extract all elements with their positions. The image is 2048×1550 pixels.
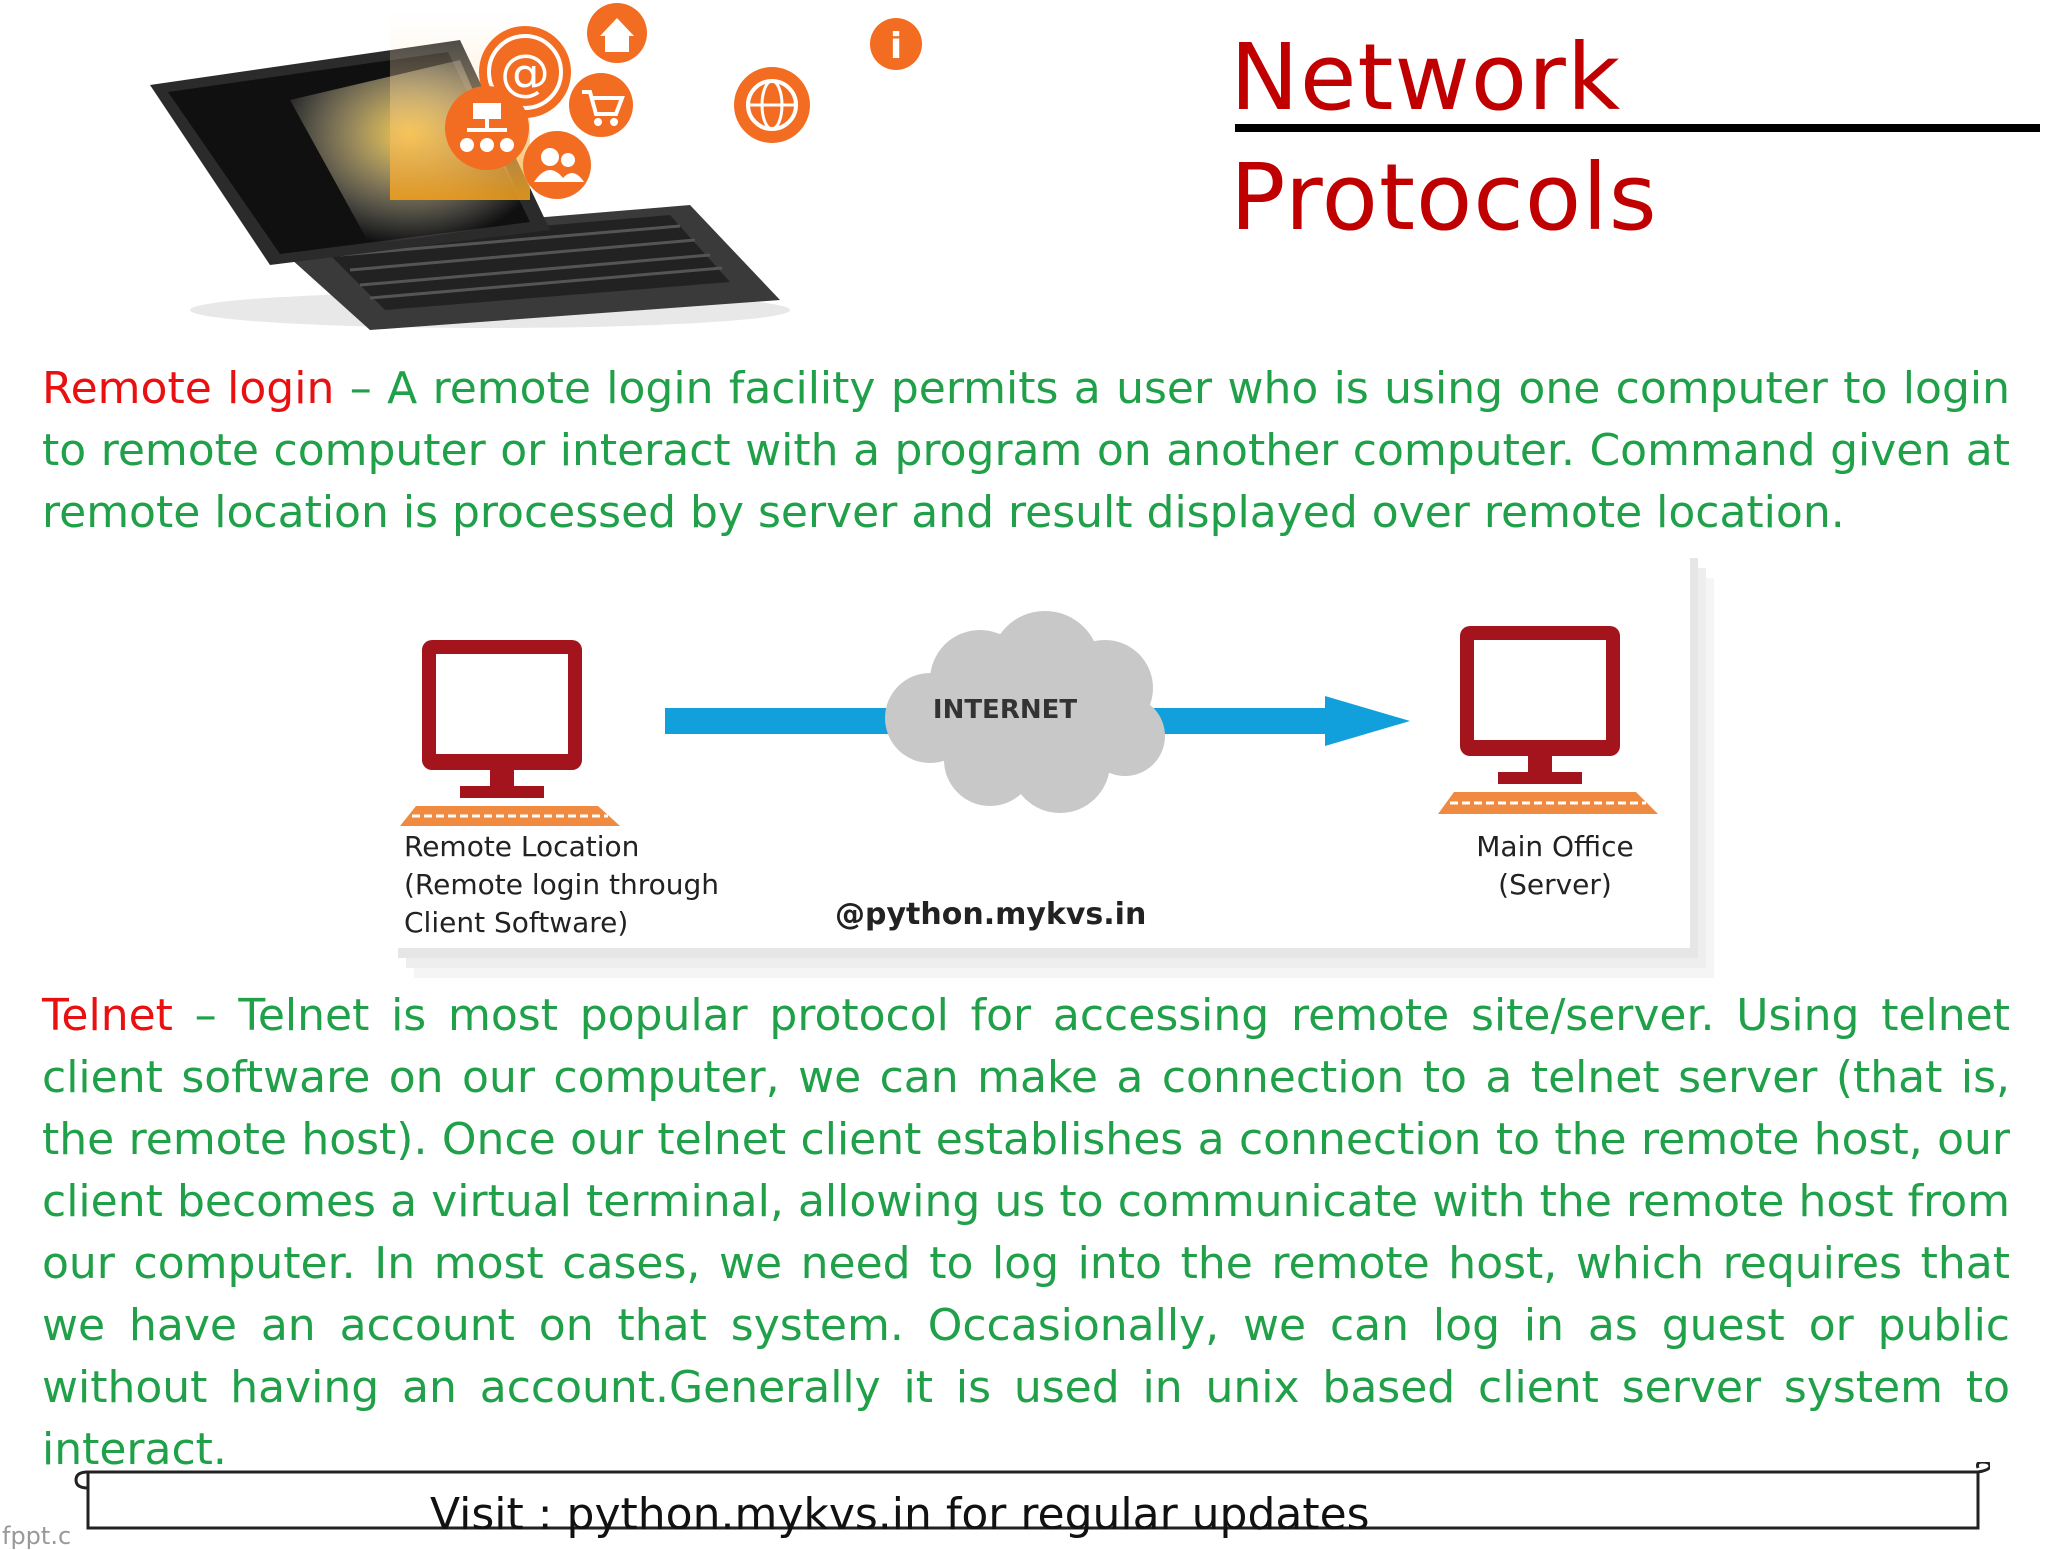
remote-login-text: A remote login facility permits a user w… — [42, 363, 2010, 538]
shopping-cart-icon — [569, 73, 633, 137]
main-office-label: Main Office (Server) — [1476, 830, 1634, 901]
telnet-text: Telnet is most popular protocol for acce… — [42, 990, 2010, 1475]
footer-visit-text: Visit : python.mykvs.in for regular upda… — [430, 1489, 1370, 1540]
home-icon — [587, 3, 647, 63]
sitemap-icon — [445, 86, 529, 170]
internet-cloud-icon — [885, 611, 1165, 813]
telnet-paragraph: Telnet – Telnet is most popular protocol… — [42, 985, 2010, 1481]
brand-watermark: fppt.c — [2, 1522, 72, 1550]
telnet-dash: – — [172, 990, 239, 1041]
globe-icon — [734, 67, 810, 143]
diagram-graphics — [400, 611, 1658, 826]
hero-laptop-illustration: @ i — [150, 0, 922, 330]
svg-text:i: i — [890, 26, 902, 67]
remote-login-diagram: INTERNET Remote Location (Remote login t… — [390, 548, 1690, 948]
client-computer-icon — [400, 640, 620, 826]
diagram-credit: @python.mykvs.in — [835, 897, 1147, 932]
left-arrow — [665, 708, 895, 734]
right-arrow-head — [1325, 696, 1410, 746]
info-icon: i — [870, 18, 922, 70]
remote-login-dash: – — [334, 363, 388, 414]
title-underline — [1235, 124, 2040, 132]
remote-login-paragraph: Remote login – A remote login facility p… — [42, 358, 2010, 544]
footer-scroll-banner — [74, 1462, 1990, 1530]
users-icon — [523, 131, 591, 199]
remote-login-term: Remote login — [42, 363, 335, 414]
server-computer-icon — [1438, 626, 1658, 814]
internet-label: INTERNET — [932, 695, 1078, 725]
telnet-term: Telnet — [42, 990, 173, 1041]
remote-location-label: Remote Location (Remote login through Cl… — [404, 830, 719, 939]
page-title: Network Protocols — [1230, 24, 1658, 251]
